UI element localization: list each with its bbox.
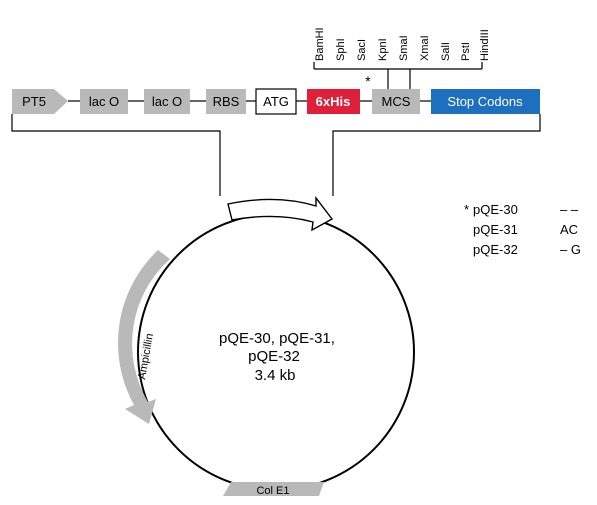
connector-lines	[11, 100, 541, 196]
plasmid-name: pQE-30, pQE-31, pQE-32 3.4 kb	[219, 330, 335, 384]
plasmid-name-line2: pQE-32	[248, 348, 300, 365]
rbs-label: RBS	[213, 94, 240, 109]
site-xmai: XmaI	[419, 35, 431, 61]
stop-codons-segment	[431, 89, 540, 114]
mcs-label: MCS	[382, 94, 411, 109]
variant-insert-2: AC	[560, 222, 578, 237]
lac-o-2-label: lac O	[152, 94, 182, 109]
variant-marker-1: *	[464, 202, 469, 217]
variant-name-2: pQE-31	[473, 222, 518, 237]
mcs-segment	[372, 89, 420, 114]
stop-codons-label: Stop Codons	[447, 94, 523, 109]
variant-name-1: pQE-30	[473, 202, 518, 217]
atg-label: ATG	[263, 94, 289, 109]
site-bamhi: BamHI	[314, 27, 326, 61]
site-sali: SalI	[440, 42, 452, 61]
lac-operator-2	[144, 89, 190, 114]
site-saci: SacI	[356, 39, 368, 61]
site-sphi: SphI	[335, 38, 347, 61]
mcs-bracket	[313, 62, 483, 90]
atg-segment	[255, 88, 297, 115]
his-tag-label: 6xHis	[316, 94, 351, 109]
his-tag-segment	[307, 89, 360, 114]
variants-legend: * pQE-30 – – pQE-31 AC pQE-32 – G	[464, 202, 581, 257]
col-e1-origin	[223, 482, 324, 496]
pt5-promoter-arrow	[12, 89, 68, 114]
plasmid-name-line1: pQE-30, pQE-31,	[219, 330, 335, 347]
expression-cassette: PT5 lac O lac O RBS ATG 6xHis MCS * Stop…	[12, 73, 540, 115]
col-e1-label: Col E1	[256, 485, 289, 497]
variant-insert-3: – G	[560, 242, 581, 257]
site-hindiii: HindIII	[479, 29, 491, 61]
pt5-label: PT5	[22, 94, 46, 109]
rbs-segment	[206, 89, 246, 114]
pqe30-asterisk: *	[365, 73, 371, 89]
lac-operator-1	[80, 89, 128, 114]
ampicillin-resistance-arc	[117, 250, 170, 424]
plasmid-size: 3.4 kb	[255, 367, 296, 384]
lac-o-1-label: lac O	[89, 94, 119, 109]
site-psti: PstI	[460, 42, 472, 61]
site-kpni: KpnI	[377, 38, 389, 61]
restriction-sites: BamHI SphI SacI KpnI SmaI XmaI SalI PstI…	[314, 27, 491, 61]
variant-insert-1: – –	[560, 202, 579, 217]
variant-name-3: pQE-32	[473, 242, 518, 257]
cassette-insert-arrow	[227, 195, 334, 232]
site-smai: SmaI	[398, 35, 410, 61]
